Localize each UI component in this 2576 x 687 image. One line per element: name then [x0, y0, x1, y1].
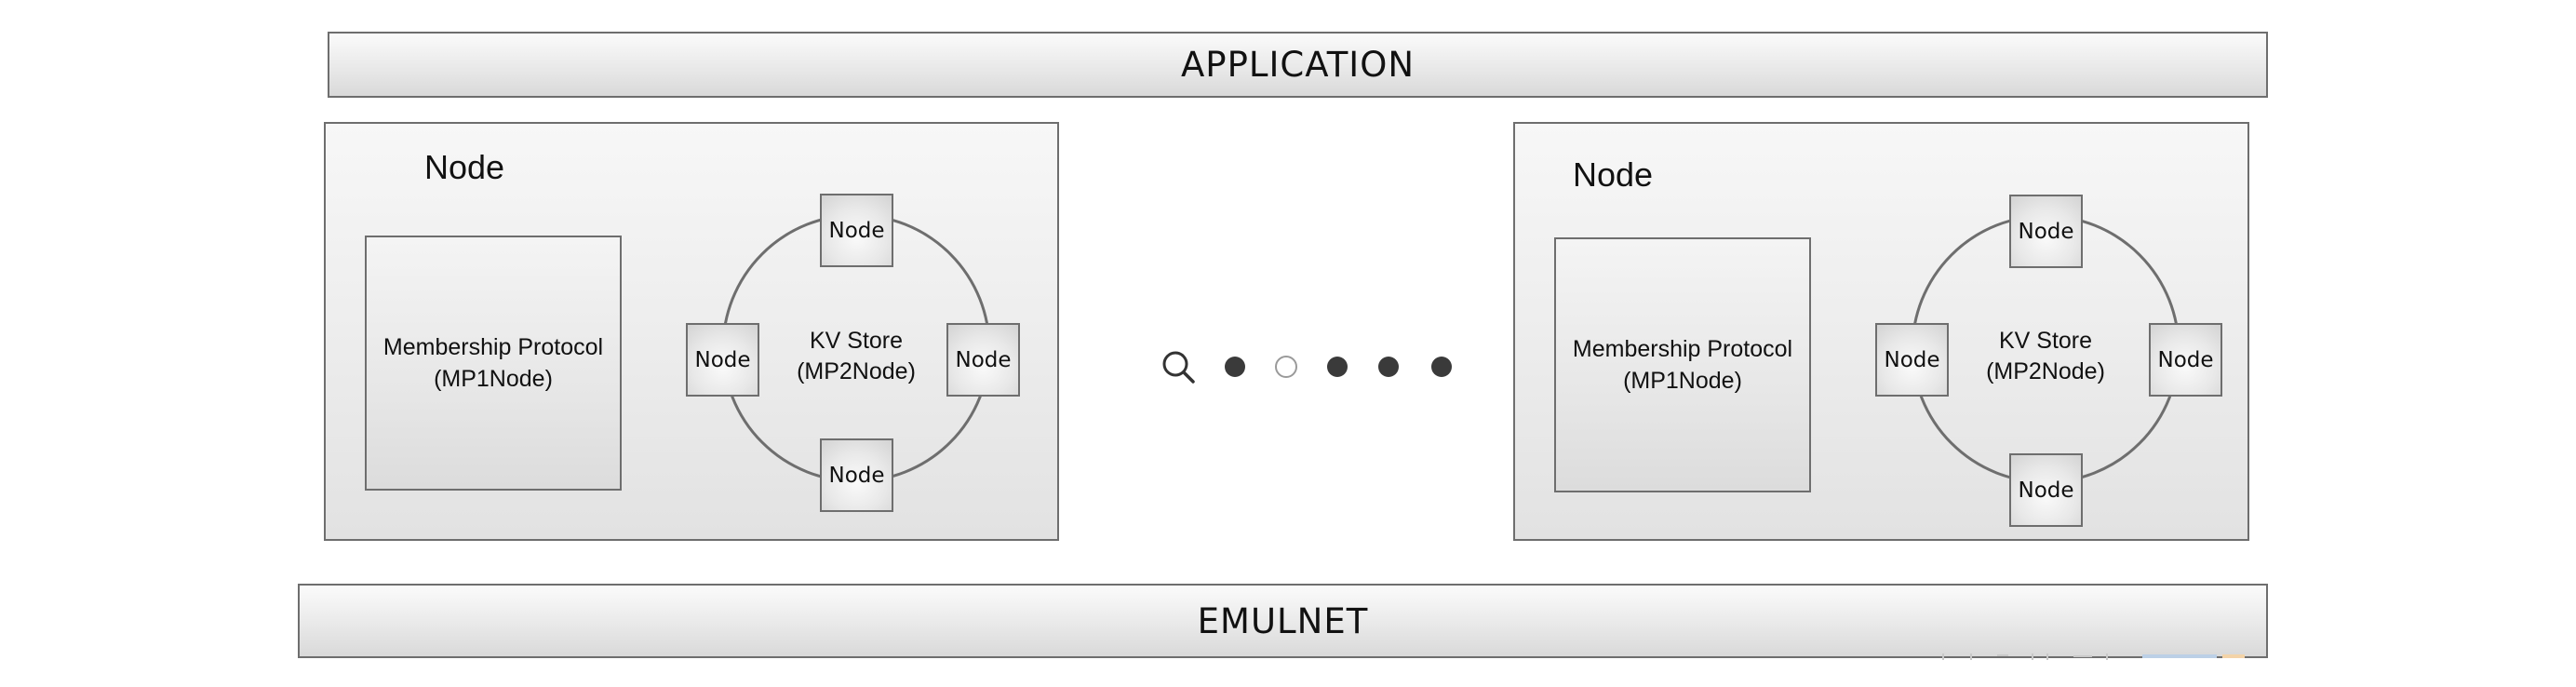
membership-protocol-label: Membership Protocol [1572, 336, 1793, 362]
node-panel-left: Node Membership Protocol (MP1Node) KV St… [324, 122, 1059, 541]
node-title: Node [424, 148, 505, 186]
node-panel-right: Node Membership Protocol (MP1Node) KV St… [1513, 122, 2249, 541]
emulnet-layer: EMULNET [298, 584, 2268, 658]
emulnet-label: EMULNET [1197, 600, 1369, 641]
ellipsis-dot-2 [1275, 356, 1297, 378]
ellipsis-row [1162, 351, 1452, 384]
application-label: APPLICATION [1180, 45, 1415, 85]
kv-store-class: (MP2Node) [797, 358, 916, 384]
membership-protocol-box: Membership Protocol (MP1Node) [365, 236, 622, 491]
kv-store-label: KV Store (MP2Node) [763, 326, 949, 387]
search-icon [1162, 351, 1195, 384]
membership-protocol-box: Membership Protocol (MP1Node) [1554, 237, 1811, 492]
kv-store-name: KV Store [1998, 328, 2093, 354]
ring-node-left: Node [686, 323, 759, 397]
ellipsis-dot-1 [1225, 357, 1245, 377]
ring-node-bottom: Node [820, 438, 893, 512]
ring-node-top: Node [2009, 195, 2083, 268]
ring-node-right: Node [2149, 323, 2222, 397]
membership-protocol-label: Membership Protocol [382, 334, 604, 360]
ellipsis-dot-4 [1378, 357, 1399, 377]
ring-node-bottom: Node [2009, 453, 2083, 527]
membership-protocol-class: (MP1Node) [1623, 368, 1742, 394]
application-layer: APPLICATION [328, 32, 2268, 98]
ellipsis-dot-5 [1431, 357, 1452, 377]
ring-node-right: Node [946, 323, 1020, 397]
kv-store-name: KV Store [809, 328, 904, 354]
kv-store-label: KV Store (MP2Node) [1952, 326, 2139, 387]
node-title: Node [1573, 155, 1654, 194]
ring-node-top: Node [820, 194, 893, 267]
watermark-residue [1942, 653, 2245, 660]
membership-protocol-class: (MP1Node) [434, 366, 553, 392]
kv-store-class: (MP2Node) [1986, 358, 2105, 384]
ellipsis-dot-3 [1327, 357, 1348, 377]
ring-node-left: Node [1875, 323, 1949, 397]
